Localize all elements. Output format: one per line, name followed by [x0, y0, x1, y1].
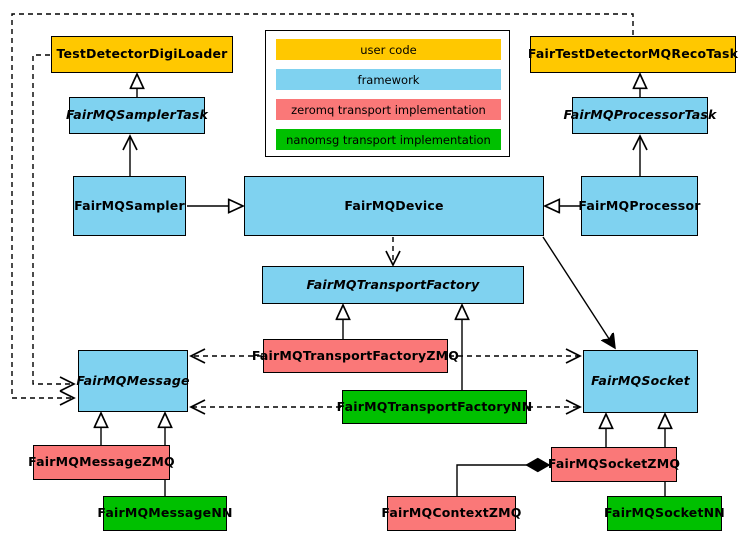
class-node-label: FairMQSocketNN: [604, 505, 725, 521]
legend-label-zmq: zeromq transport implementation: [291, 102, 486, 117]
edge-device-to-socket: [542, 236, 615, 348]
class-node-label: FairMQTransportFactory: [306, 276, 480, 292]
class-node-label: FairMQMessage: [76, 372, 190, 388]
class-node-FairMQMessage[interactable]: FairMQMessage: [76, 350, 190, 412]
class-node-label: FairMQSampler: [74, 197, 185, 213]
class-node-FairMQMessageNN[interactable]: FairMQMessageNN: [97, 496, 232, 531]
legend-item-nn: nanomsg transport implementation: [276, 129, 501, 150]
class-node-label: FairMQMessageNN: [97, 505, 233, 521]
class-node-FairMQTransportFactoryNN[interactable]: FairMQTransportFactoryNN: [337, 390, 532, 424]
class-node-label: FairMQSamplerTask: [65, 107, 209, 123]
class-node-FairMQDevice[interactable]: FairMQDevice: [244, 176, 544, 236]
class-node-label: FairMQTransportFactoryZMQ: [251, 347, 460, 363]
class-node-FairMQSamplerTask[interactable]: FairMQSamplerTask: [65, 97, 209, 134]
class-node-FairMQContextZMQ[interactable]: FairMQContextZMQ: [381, 496, 521, 531]
class-node-label: TestDetectorDigiLoader: [56, 46, 228, 62]
class-node-FairTestDetectorMQRecoTask[interactable]: FairTestDetectorMQRecoTask: [527, 36, 739, 73]
class-node-label: FairMQSocket: [591, 373, 690, 389]
class-node-FairMQTransportFactory[interactable]: FairMQTransportFactory: [262, 266, 524, 304]
class-node-label: FairMQDevice: [344, 197, 444, 213]
class-node-FairMQProcessor[interactable]: FairMQProcessor: [578, 176, 701, 236]
edge-contextzmq-to-socketzmq: [456, 457, 551, 496]
class-node-label: FairTestDetectorMQRecoTask: [527, 46, 739, 62]
class-node-label: FairMQProcessorTask: [563, 107, 717, 123]
legend-item-zmq: zeromq transport implementation: [276, 99, 501, 120]
class-node-TestDetectorDigiLoader[interactable]: TestDetectorDigiLoader: [51, 36, 233, 73]
class-node-label: FairMQContextZMQ: [381, 505, 522, 521]
class-node-FairMQSocketNN[interactable]: FairMQSocketNN: [604, 496, 725, 531]
class-node-label: FairMQSocketZMQ: [547, 456, 681, 472]
class-node-FairMQSocketZMQ[interactable]: FairMQSocketZMQ: [547, 447, 681, 482]
class-node-FairMQTransportFactoryZMQ[interactable]: FairMQTransportFactoryZMQ: [252, 339, 459, 373]
class-node-label: FairMQMessageZMQ: [28, 454, 175, 470]
class-node-FairMQSampler[interactable]: FairMQSampler: [73, 176, 186, 236]
legend-item-usercode: user code: [276, 39, 501, 60]
legend-label-nn: nanomsg transport implementation: [286, 132, 491, 147]
class-node-FairMQMessageZMQ[interactable]: FairMQMessageZMQ: [28, 445, 175, 480]
class-node-label: FairMQProcessor: [578, 197, 701, 213]
edge-digiloader-to-message: [32, 54, 76, 392]
class-node-FairMQSocket[interactable]: FairMQSocket: [583, 350, 698, 413]
legend-label-framework: framework: [357, 72, 420, 87]
legend-item-framework: framework: [276, 69, 501, 90]
class-node-FairMQProcessorTask[interactable]: FairMQProcessorTask: [563, 97, 716, 134]
legend-label-usercode: user code: [360, 42, 417, 57]
class-node-label: FairMQTransportFactoryNN: [336, 398, 533, 414]
legend-panel: user code framework zeromq transport imp…: [265, 30, 510, 157]
